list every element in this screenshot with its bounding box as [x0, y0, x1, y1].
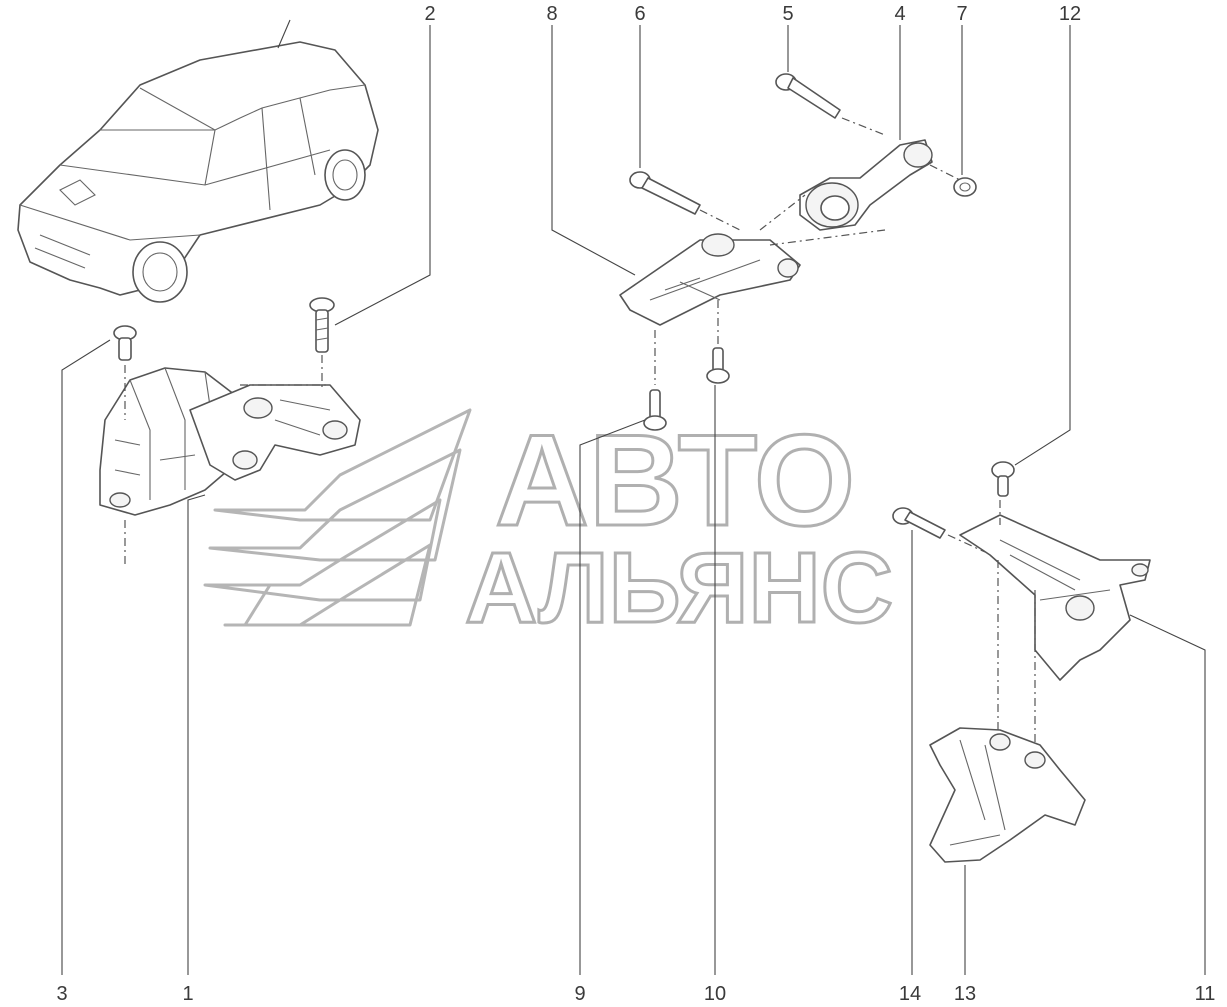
torque-rod-4: [799, 139, 933, 231]
watermark-logo: [203, 408, 472, 627]
callout-8: 8: [546, 3, 557, 25]
callout-1: 1: [182, 983, 193, 1005]
callout-9: 9: [574, 983, 585, 1005]
right-mount-bracket-11: [959, 514, 1151, 681]
bolt-2: [309, 297, 335, 353]
bolt-12: [991, 461, 1015, 497]
callout-6: 6: [634, 3, 645, 25]
left-mount-bracket: [189, 384, 361, 481]
leader-lines: [61, 25, 1206, 975]
bolt-6: [629, 171, 701, 215]
upper-mount-bracket-8: [619, 233, 801, 326]
bolt-3: [113, 325, 137, 361]
axis-6: [699, 209, 741, 231]
callout-12: 12: [1059, 3, 1081, 25]
callout-labels: 2 8 6 5 4 7 12 3 1 9 10 14 13 11: [56, 3, 1215, 1005]
watermark: АВТО АЛЬЯНС: [203, 406, 894, 646]
callout-3: 3: [56, 983, 67, 1005]
axis-4: [759, 194, 886, 246]
bolt-5: [775, 73, 841, 119]
callout-4: 4: [894, 3, 905, 25]
axis-7: [929, 164, 961, 181]
nut-7: [953, 177, 977, 197]
callout-2: 2: [424, 3, 435, 25]
callout-5: 5: [782, 3, 793, 25]
callout-14: 14: [899, 983, 921, 1005]
bolt-10: [706, 347, 730, 384]
callout-7: 7: [956, 3, 967, 25]
watermark-line1: АВТО: [495, 407, 855, 553]
vehicle-thumbnail: [17, 19, 379, 303]
bolt-9: [643, 389, 667, 431]
lower-mount-bracket-13: [929, 727, 1086, 863]
callout-13: 13: [954, 983, 976, 1005]
callout-10: 10: [704, 983, 726, 1005]
watermark-line2: АЛЬЯНС: [465, 532, 893, 644]
axis-5: [841, 117, 886, 136]
bolt-14: [892, 507, 946, 539]
callout-11: 11: [1195, 983, 1216, 1005]
axis-14: [947, 534, 986, 553]
